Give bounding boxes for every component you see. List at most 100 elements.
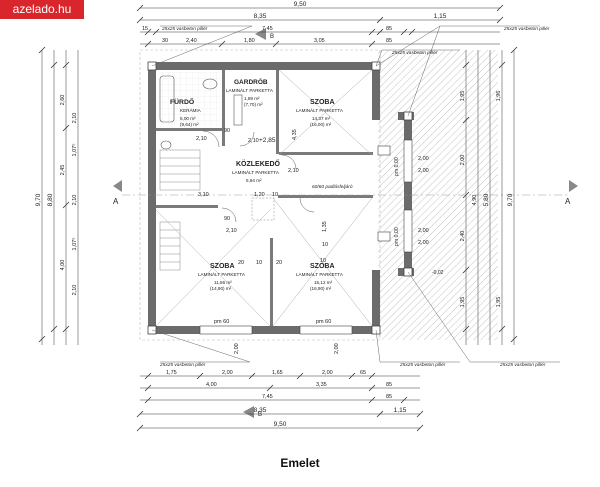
dim-right-total: 9,70	[507, 193, 514, 206]
level-label: +2,85	[259, 137, 276, 144]
window-label-1: pm 60	[214, 319, 229, 325]
dim-right4-a: 1,96	[496, 91, 502, 102]
dim-inner-13: 2,00	[418, 240, 429, 246]
pillar-leaders	[151, 25, 560, 363]
dim-inner-17: 2,00	[334, 343, 340, 354]
exterior-level-label: -0,02	[432, 270, 444, 276]
dim-top2-b: 1,15	[434, 13, 447, 20]
staircase	[159, 149, 275, 271]
room-finish-bathroom: KERÁMIA	[180, 107, 202, 113]
room-area-bedroom-1: 14,37 m²	[312, 116, 331, 121]
drawing-caption: Emelet	[280, 456, 320, 470]
dim-left4-e: 2,10	[72, 195, 78, 206]
section-b-label-top: B	[270, 34, 274, 40]
room-perim-bathroom: (9,64) m²	[180, 122, 199, 127]
dim-bot2-g: 85	[386, 382, 392, 388]
dim-left3-b: 2,45	[60, 165, 66, 176]
room-perim-bedroom-3: (16,90) m²	[310, 286, 332, 291]
dim-bot1-c: 2,00	[222, 370, 233, 376]
windows	[199, 139, 413, 335]
section-arrow-right	[569, 180, 578, 192]
dim-bot1-e: 2,00	[322, 370, 333, 376]
dim-inner-5: 1,20	[254, 192, 265, 198]
room-name-hallway: KÖZLEKEDŐ	[236, 159, 281, 168]
dim-top2-a: 8,35	[254, 13, 267, 20]
room-finish-bedroom-3: LAMINÁLT PARKETTA	[296, 271, 344, 277]
dim-left4-f: 1,07⁵	[71, 238, 78, 251]
dim-right3-d: 1,95	[460, 297, 466, 308]
dim-left4-d: 1,07⁵	[71, 144, 78, 157]
dim-inner-8: 2,10	[226, 228, 237, 234]
dim-bot-total: 9,50	[274, 421, 287, 428]
window-label-3: pm 0,00	[394, 157, 400, 176]
room-name-wardrobe: GARDRÓB	[234, 77, 268, 86]
dim-bot1-b: 1,75	[166, 370, 177, 376]
pillar-label-bottom-right: 25x25 vasbeton pillér	[499, 362, 546, 368]
radiators	[377, 145, 391, 242]
dim-inner-16: 2,00	[234, 343, 240, 354]
dim-inner-15: 1,35	[322, 221, 328, 232]
pillar-label-bottom-mid: 25x25 vasbeton pillér	[399, 362, 446, 368]
dim-right2: 5,80	[483, 193, 490, 206]
dim-left3-c: 4,00	[60, 260, 66, 271]
dim-right3-e: 4,90	[472, 195, 478, 206]
slope-lines	[155, 69, 373, 327]
dim-right3-c: 2,40	[460, 231, 466, 242]
dim-inner-9: 2,10	[288, 168, 299, 174]
section-b-arrow-bottom	[243, 406, 254, 418]
dim-inner-12: 2,00	[418, 228, 429, 234]
room-finish-bedroom-2: LAMINÁLT PARKETTA	[198, 271, 246, 277]
dimension-lines	[41, 7, 515, 429]
dim-top3-e: 85	[386, 26, 392, 32]
dim-inner-1: 2,10	[196, 136, 207, 142]
interior-walls	[156, 70, 373, 326]
pillar-label-top-mid: 25x25 vasbeton pillér	[391, 50, 438, 56]
dim-inner-11: 2,00	[418, 168, 429, 174]
dim-top3-a: 15	[142, 26, 148, 32]
section-b-label-bottom: B	[258, 412, 262, 418]
room-finish-wardrobe: LAMINÁLT PARKETTA	[226, 87, 274, 93]
dim-right4-c: 1,95	[496, 297, 502, 308]
room-area-bedroom-3: 15,12 m²	[314, 280, 333, 285]
dim-inner-22: 10	[322, 242, 328, 248]
bath-fixtures	[159, 75, 243, 150]
dim-top4-g: 3,05	[314, 38, 325, 44]
section-b-arrow-top	[255, 28, 266, 40]
attic-hatch-label: 60/60 padlásfeljáró	[312, 184, 353, 190]
section-arrow-left	[113, 180, 122, 192]
room-finish-hallway: LAMINÁLT PARKETTA	[232, 169, 280, 175]
dim-inner-18: 20	[238, 260, 244, 266]
dim-inner-20: 20	[276, 260, 282, 266]
dim-inner-10: 2,00	[418, 156, 429, 162]
dim-top4-b: 30	[162, 38, 168, 44]
dim-right3-a: 1,95	[460, 91, 466, 102]
dim-inner-2: 90	[224, 128, 230, 134]
dim-bot4-a: 8,35	[254, 407, 267, 414]
dim-top4-c: 2,40	[186, 38, 197, 44]
dim-inner-19: 10	[256, 260, 262, 266]
window-label-2: pm 60	[316, 319, 331, 325]
room-perim-bedroom-1: (16,00) m²	[310, 122, 332, 127]
dim-top4-e: 1,80	[244, 38, 255, 44]
bathroom-tiles	[158, 72, 220, 126]
room-name-bedroom-1: SZOBA	[310, 99, 335, 106]
section-label-left: A	[113, 197, 119, 206]
dim-left-total: 9,70	[35, 193, 42, 206]
dim-bot3-e: 85	[386, 394, 392, 400]
dim-top3-c: 7,45	[262, 26, 273, 32]
section-label-right: A	[565, 197, 571, 206]
dim-bot3-c: 7,45	[262, 394, 273, 400]
dim-inner-7: 90	[224, 216, 230, 222]
room-area-bathroom: 5,00 m²	[180, 116, 196, 121]
room-name-bedroom-2: SZOBA	[210, 263, 235, 270]
dim-inner-14: 4,35	[292, 129, 298, 140]
dim-inner-21: 10	[320, 258, 326, 264]
room-name-bathroom: FÜRDŐ	[170, 97, 194, 106]
room-area-wardrobe: 1,89 m²	[244, 96, 260, 101]
dim-bot1-d: 1,65	[272, 370, 283, 376]
dimension-ticks	[38, 4, 518, 432]
dim-inner-4: 3,10	[198, 192, 209, 198]
dim-left4-c: 2,10	[72, 113, 78, 124]
dim-bot2-e: 3,35	[316, 382, 327, 388]
